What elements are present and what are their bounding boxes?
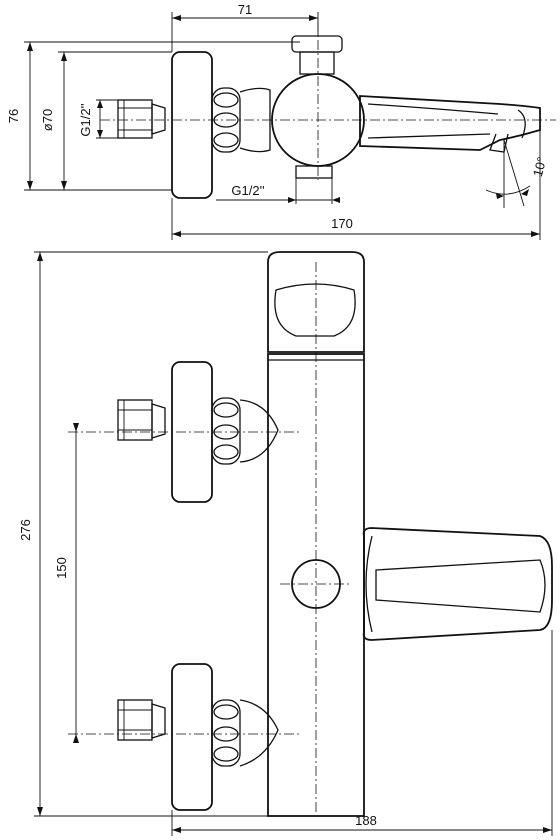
front-lower-inlet [117,699,166,741]
front-upper-inlet [117,399,166,441]
front-lower-wall-plate [171,663,213,811]
dim-length-top: 170 [331,216,353,231]
dim-angle: 10° [530,155,550,178]
dim-diameter: ø70 [40,109,55,131]
dim-top-height: 76 [6,109,21,123]
top-inlet-connector [117,99,166,139]
dim-thread-bottom: G1/2'' [231,183,264,198]
dim-thread-side: G1/2'' [78,103,93,136]
front-mixer-body [267,353,365,817]
front-view: 276 150 188 [18,251,553,836]
front-lower-nut [211,699,279,767]
top-diverter-knob [291,35,343,75]
dim-length-front: 188 [355,813,377,828]
front-upper-nut [211,397,279,465]
dim-height-front: 276 [18,519,33,541]
top-view: 71 76 ø70 G1/2'' G1/2'' 1 [6,2,556,240]
front-spout [362,527,553,641]
top-spout [359,95,541,153]
top-wall-plate [171,51,213,199]
dim-top-width: 71 [238,2,252,17]
front-thermostat-handle [267,251,365,353]
dim-center-distance: 150 [54,557,69,579]
